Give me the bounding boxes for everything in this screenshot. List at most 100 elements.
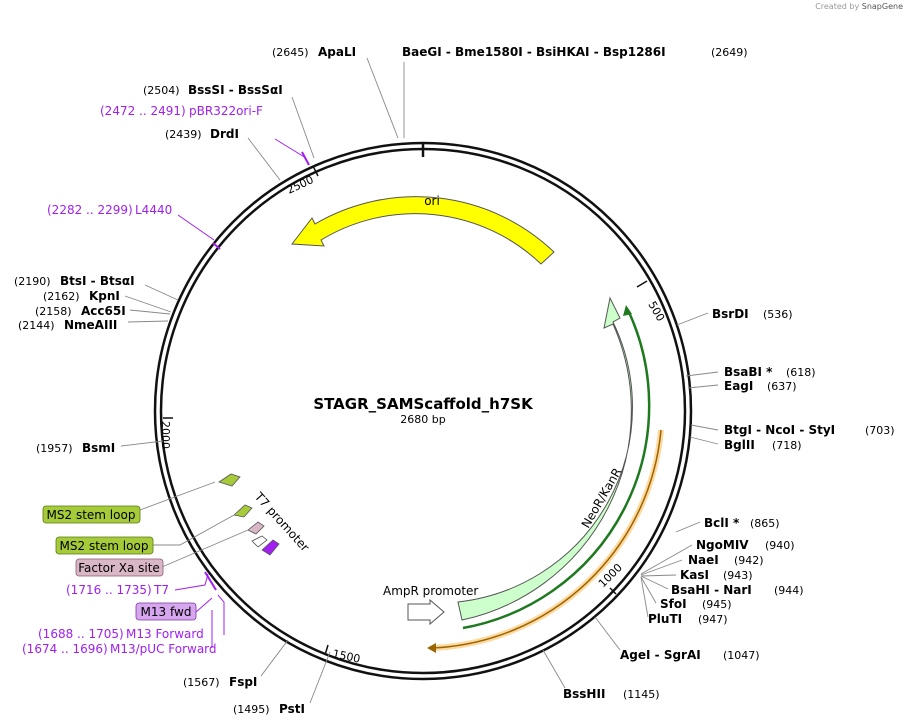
enzyme-bsabi[interactable]: BsaBI * (724, 365, 773, 379)
primer-arrow[interactable] (261, 539, 280, 556)
leader-637 (687, 384, 719, 389)
tick-mark-1000 (609, 587, 617, 595)
factor-xa-site-box[interactable] (75, 558, 164, 577)
ms2-stem-loop-box-2[interactable] (55, 536, 154, 555)
leader-865 (675, 521, 701, 533)
plasmid-name: STAGR_SAMScaffold_h7SK (313, 395, 534, 413)
enzyme-pos-nmeaiii: (2144) (18, 319, 55, 332)
enzyme-pos-pluti: (947) (698, 613, 728, 626)
ms2-stem-loop-arrow-2[interactable] (233, 504, 253, 518)
leader-942 (640, 559, 683, 576)
enzyme-kpni[interactable]: KpnI (89, 289, 120, 303)
enzyme-pos-bsmi: (1957) (36, 442, 73, 455)
enzyme-sfoi[interactable]: SfoI (660, 597, 687, 611)
enzyme-btgi-ncoi-styi[interactable]: BtgI - NcoI - StyI (724, 423, 835, 437)
enzyme-bcli[interactable]: BclI * (704, 516, 740, 530)
m13-fwd-box-leader (195, 597, 213, 613)
neor-kanr-arrow[interactable] (457, 296, 633, 621)
enzyme-pos-psti: (1495) (233, 703, 270, 716)
tick-mark-2500 (312, 165, 319, 177)
ms2-stem-loop-label-1: MS2 stem loop (47, 508, 136, 522)
enzyme-psti[interactable]: PstI (279, 702, 305, 716)
ms2-stem-loop-label-2: MS2 stem loop (60, 539, 149, 553)
enzyme-bsshii[interactable]: BssHII (563, 687, 605, 701)
credit-prefix: Created by (815, 2, 860, 11)
enzyme-bsahi-nari[interactable]: BsaHI - NarI (671, 583, 752, 597)
l4440-mark[interactable] (212, 242, 221, 250)
enzyme-apali[interactable]: ApaLI (318, 45, 356, 59)
leader-2439 (247, 137, 281, 181)
factor-xa-site-label: Factor Xa site (78, 561, 160, 575)
plasmid-size: 2680 bp (400, 413, 445, 426)
enzyme-fspi[interactable]: FspI (229, 675, 257, 689)
pbr322ori-f-mark[interactable] (301, 151, 310, 166)
leader-2190 (144, 284, 179, 301)
enzyme-btsi[interactable]: BtsI - BtsαI (60, 274, 135, 288)
enzyme-pos-apali: (2645) (272, 46, 309, 59)
leader-2504 (291, 96, 315, 159)
enzyme-drdi[interactable]: DrdI (210, 127, 239, 141)
leader-943 (640, 574, 677, 577)
enzyme-pos-acc65i: (2158) (35, 305, 72, 318)
primer-range-pbr322ori-f: (2472 .. 2491) (100, 104, 186, 118)
enzyme-bglii[interactable]: BglII (724, 438, 755, 452)
leader-2144 (127, 320, 169, 323)
primer-range-t7: (1716 .. 1735) (66, 583, 152, 597)
primer-range-m13-puc-forward: (1674 .. 1696) (22, 642, 108, 656)
enzyme-pos-ngomiv: (940) (765, 539, 795, 552)
enzyme-pos-bsssi: (2504) (143, 84, 180, 97)
ori-arrow[interactable] (291, 196, 555, 265)
enzyme-pos-baegi: (2649) (711, 46, 748, 59)
enzyme-pos-fspi: (1567) (183, 676, 220, 689)
enzyme-pos-kpni: (2162) (43, 290, 80, 303)
primer-m13-puc-forward[interactable]: M13/pUC Forward (110, 642, 217, 656)
enzyme-pos-eagi: (637) (767, 380, 797, 393)
cds-line[interactable] (462, 309, 651, 630)
enzyme-pos-btsi: (2190) (14, 275, 51, 288)
enzyme-pos-agei: (1047) (723, 649, 760, 662)
enzyme-pos-drdi: (2439) (165, 128, 202, 141)
enzyme-agei-sgrai[interactable]: AgeI - SgrAI (620, 648, 701, 662)
ms2-stem-loop-box-1[interactable] (42, 505, 141, 524)
primer-pbr322ori-f[interactable]: pBR322ori-F (189, 104, 263, 118)
t7-leader (174, 573, 209, 591)
leader-944 (640, 575, 669, 590)
primer-t7[interactable]: T7 (153, 583, 169, 597)
tick-label-2000: 2000 (159, 421, 172, 449)
enzyme-naei[interactable]: NaeI (688, 553, 719, 567)
leader-1145 (542, 649, 566, 689)
leader-2162 (124, 295, 172, 313)
enzyme-ngomiv[interactable]: NgoMIV (696, 538, 749, 552)
primer-l4440[interactable]: L4440 (135, 203, 172, 217)
enzyme-bsrdi[interactable]: BsrDI (712, 307, 749, 321)
m13-fwd-box[interactable] (135, 602, 197, 621)
ori-label: ori (424, 194, 440, 208)
m13-fwd-mark[interactable] (204, 571, 217, 591)
tick-mark-500 (636, 280, 648, 288)
orf-line-head (427, 643, 436, 653)
ms2-stem-loop-arrow-1[interactable] (218, 473, 241, 487)
enzyme-pos-sfoi: (945) (702, 598, 732, 611)
snapgene-logo: SnapGene (861, 2, 903, 11)
enzyme-eagi[interactable]: EagI (724, 379, 753, 393)
primer-m13-forward[interactable]: M13 Forward (126, 627, 204, 641)
tick-label-1500: 1500 (331, 647, 361, 666)
enzyme-kasi[interactable]: KasI (680, 568, 709, 582)
m13-fwd-label: M13 fwd (141, 605, 192, 619)
ampr-promoter-arrow[interactable] (407, 598, 445, 626)
enzyme-pos-bsrdi: (536) (763, 308, 793, 321)
enzyme-bsssi[interactable]: BssSI - BssSαI (188, 83, 283, 97)
t7-promoter-arrow[interactable] (251, 535, 268, 548)
orf-line[interactable] (431, 429, 662, 649)
enzyme-pluti[interactable]: PluTI (648, 612, 682, 626)
enzyme-nmeaiii[interactable]: NmeAIII (64, 318, 117, 332)
leader-2158 (129, 309, 171, 315)
leader-947 (640, 576, 649, 618)
enzyme-bsmi[interactable]: BsmI (82, 441, 115, 455)
enzyme-pos-bsabi: (618) (786, 366, 816, 379)
enzyme-acc65i[interactable]: Acc65I (81, 304, 126, 318)
enzyme-baegi-group[interactable]: BaeGI - Bme1580I - BsiHKAI - Bsp1286I (402, 45, 666, 59)
snapgene-credit: Created by SnapGene (815, 2, 903, 11)
leader-1957 (120, 440, 164, 447)
factor-xa-site-arrow[interactable] (247, 521, 265, 535)
